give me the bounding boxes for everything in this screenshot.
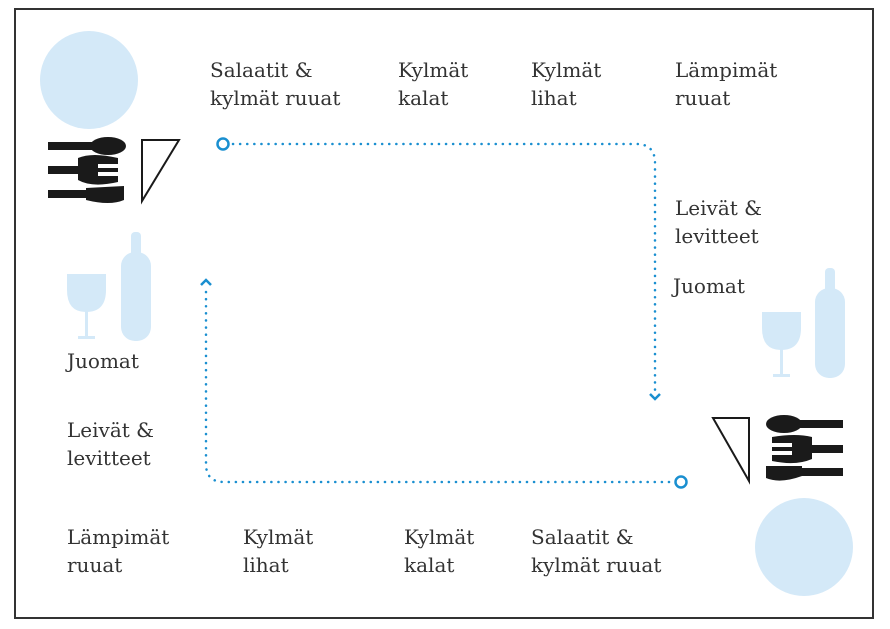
label-line: Kylmät [398,58,469,82]
bottle-icon [815,268,845,378]
label-line: kalat [398,86,449,110]
label-line: Salaatit & [210,58,313,82]
station-label-drinks-left: Juomat [67,349,139,373]
station-label-bread-right: Leivät & levitteet [675,194,762,250]
station-label-warm-dishes-top: Lämpimät ruuat [675,56,777,112]
label-line: Salaatit & [531,525,634,549]
route-path-top [216,137,661,401]
station-label-bread-left: Leivät & levitteet [67,416,154,472]
station-label-salads-bottom: Salaatit & kylmät ruuat [531,523,661,579]
label-line: Kylmät [243,525,314,549]
label-line: Lämpimät [675,58,778,82]
route-path-bottom [200,278,688,489]
chevron-down-icon [649,393,661,401]
station-label-cold-fish-top: Kylmät kalat [398,56,468,112]
frame-border [14,8,874,619]
wine-glass-icon [67,274,106,339]
label-line: Kylmät [404,525,475,549]
station-label-warm-dishes-bottom: Lämpimät ruuat [67,523,169,579]
label-line: Kylmät [531,58,602,82]
napkin-icon [711,417,750,485]
chevron-up-icon [200,278,212,286]
label-line: ruuat [675,86,731,110]
plate-icon [40,31,138,129]
station-label-cold-meats-bottom: Kylmät lihat [243,523,313,579]
label-line: levitteet [67,446,151,470]
station-label-salads-top: Salaatit & kylmät ruuat [210,56,340,112]
bottle-icon [121,232,151,341]
label-line: Lämpimät [67,525,170,549]
label-line: ruuat [67,553,123,577]
cutlery-icon [766,415,843,481]
station-label-cold-meats-top: Kylmät lihat [531,56,601,112]
label-line: kalat [404,553,455,577]
label-line: kylmät ruuat [531,553,662,577]
label-line: Leivät & [67,418,154,442]
label-line: kylmät ruuat [210,86,341,110]
label-line: levitteet [675,224,759,248]
cutlery-icon [48,137,126,203]
napkin-icon [141,139,181,205]
wine-glass-icon [762,312,801,377]
label-line: lihat [243,553,289,577]
station-label-cold-fish-bottom: Kylmät kalat [404,523,474,579]
label-line: Leivät & [675,196,762,220]
station-label-drinks-right: Juomat [673,274,745,298]
label-line: lihat [531,86,577,110]
plate-icon [755,498,853,596]
